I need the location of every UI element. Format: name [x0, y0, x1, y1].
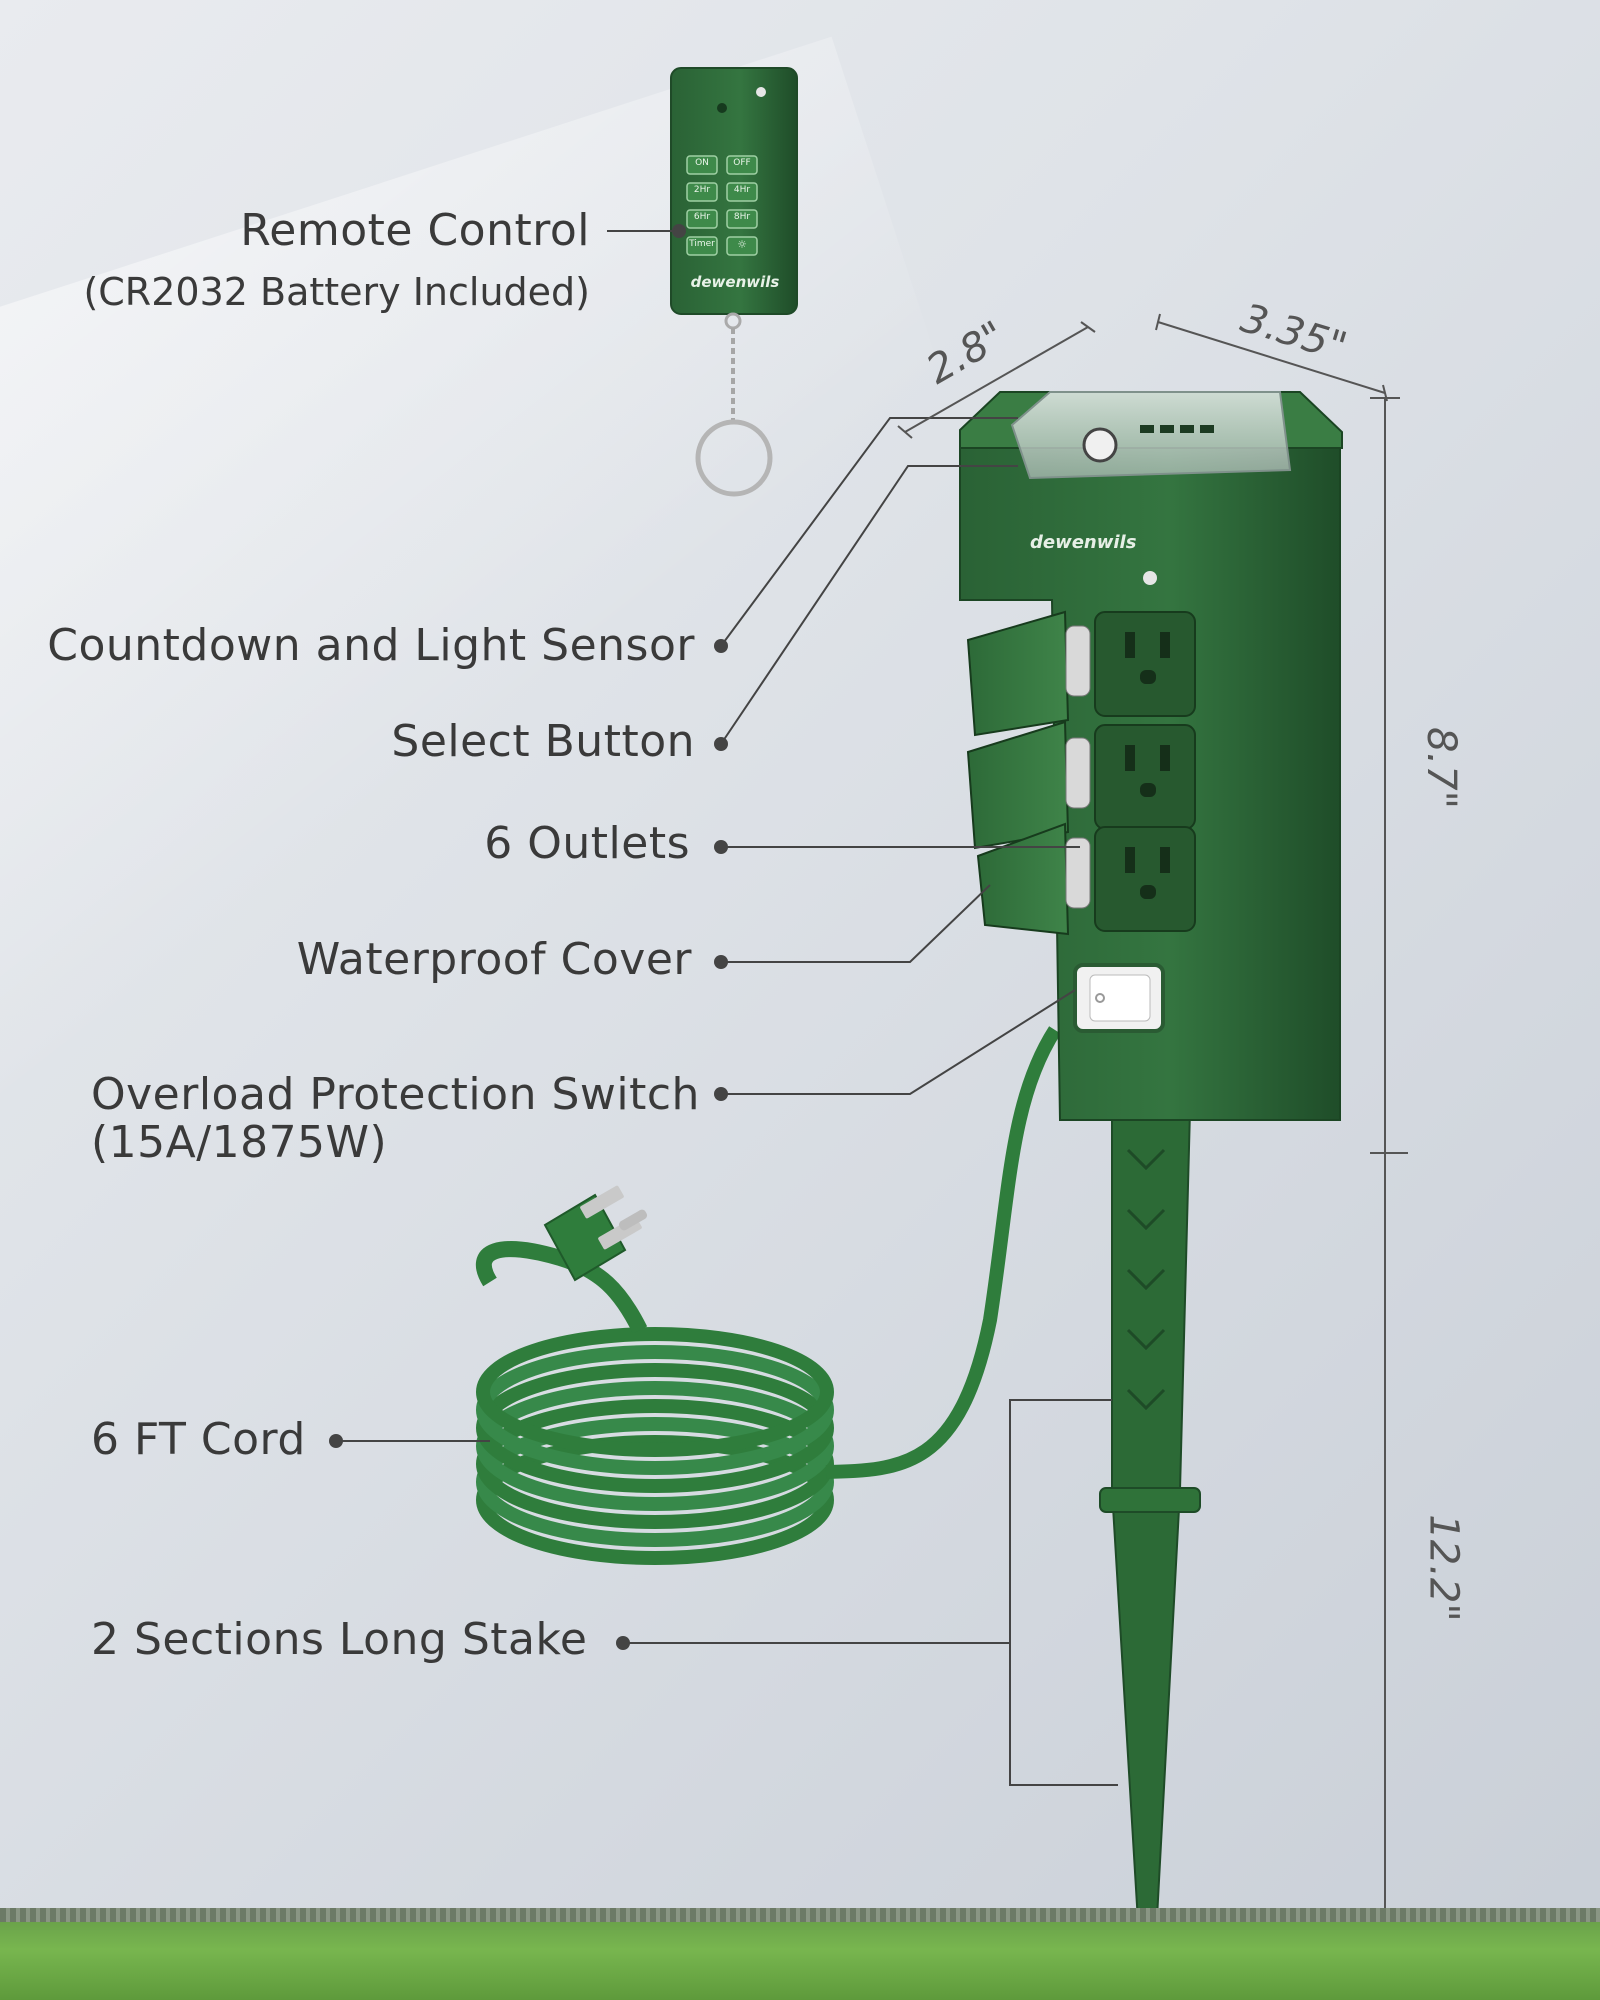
label-stake: 2 Sections Long Stake — [91, 1614, 588, 1665]
label-cord: 6 FT Cord — [91, 1414, 306, 1465]
remote-button-8hr: 8Hr — [733, 212, 751, 222]
coiled-cord — [476, 1026, 1061, 1565]
dimension-stake-height: 12.2" — [1420, 1514, 1467, 1622]
label-battery-note: (CR2032 Battery Included) — [83, 270, 590, 314]
label-outlets: 6 Outlets — [484, 818, 690, 869]
label-overload-rating: (15A/1875W) — [91, 1117, 388, 1168]
label-remote-control: Remote Control — [240, 205, 590, 256]
label-waterproof-cover: Waterproof Cover — [296, 934, 692, 985]
device-brand-label: dewenwils — [1030, 532, 1137, 553]
outlets — [966, 610, 1196, 936]
label-countdown-sensor: Countdown and Light Sensor — [47, 620, 695, 671]
label-select-button: Select Button — [391, 716, 695, 767]
remote-button-sensor: ☼ — [737, 238, 747, 251]
dimension-body-height: 8.7" — [1418, 726, 1465, 810]
label-overload-switch: Overload Protection Switch — [91, 1069, 700, 1120]
remote-button-2hr: 2Hr — [693, 185, 711, 195]
dimension-lines — [897, 313, 1408, 1961]
remote-button-6hr: 6Hr — [693, 212, 711, 222]
remote-button-on: ON — [695, 158, 709, 168]
remote-control — [670, 67, 798, 497]
remote-brand-label: dewenwils — [690, 273, 780, 291]
remote-button-timer: Timer — [689, 239, 715, 249]
grass-ground — [0, 1908, 1600, 2000]
remote-button-4hr: 4Hr — [733, 185, 751, 195]
leader-lines — [329, 224, 1118, 1786]
plug — [543, 1185, 648, 1282]
stake — [1099, 1109, 1201, 1956]
remote-button-off: OFF — [733, 158, 751, 168]
